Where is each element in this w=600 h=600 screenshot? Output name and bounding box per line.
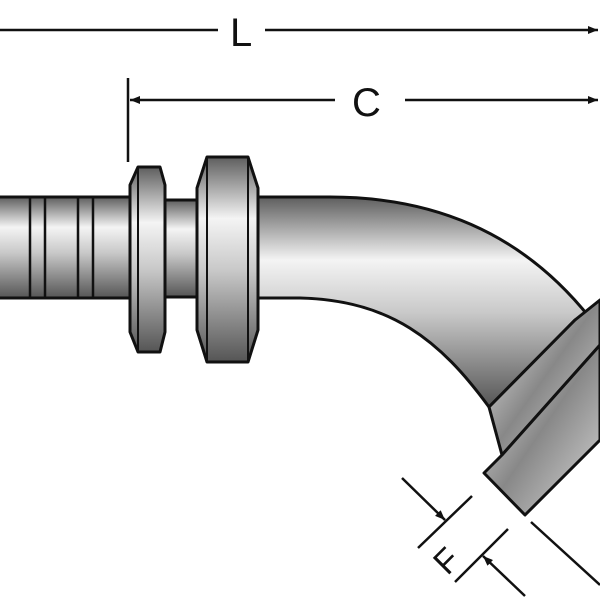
collar-ring [128,165,167,354]
dimension-F [401,477,600,597]
dimension-C [126,78,598,162]
hose-stem [0,195,137,300]
flange [482,343,600,517]
dimension-L-label: L [230,11,252,55]
dimension-C-label: C [352,81,381,125]
elbow-bend [253,195,600,409]
neck [163,198,202,299]
